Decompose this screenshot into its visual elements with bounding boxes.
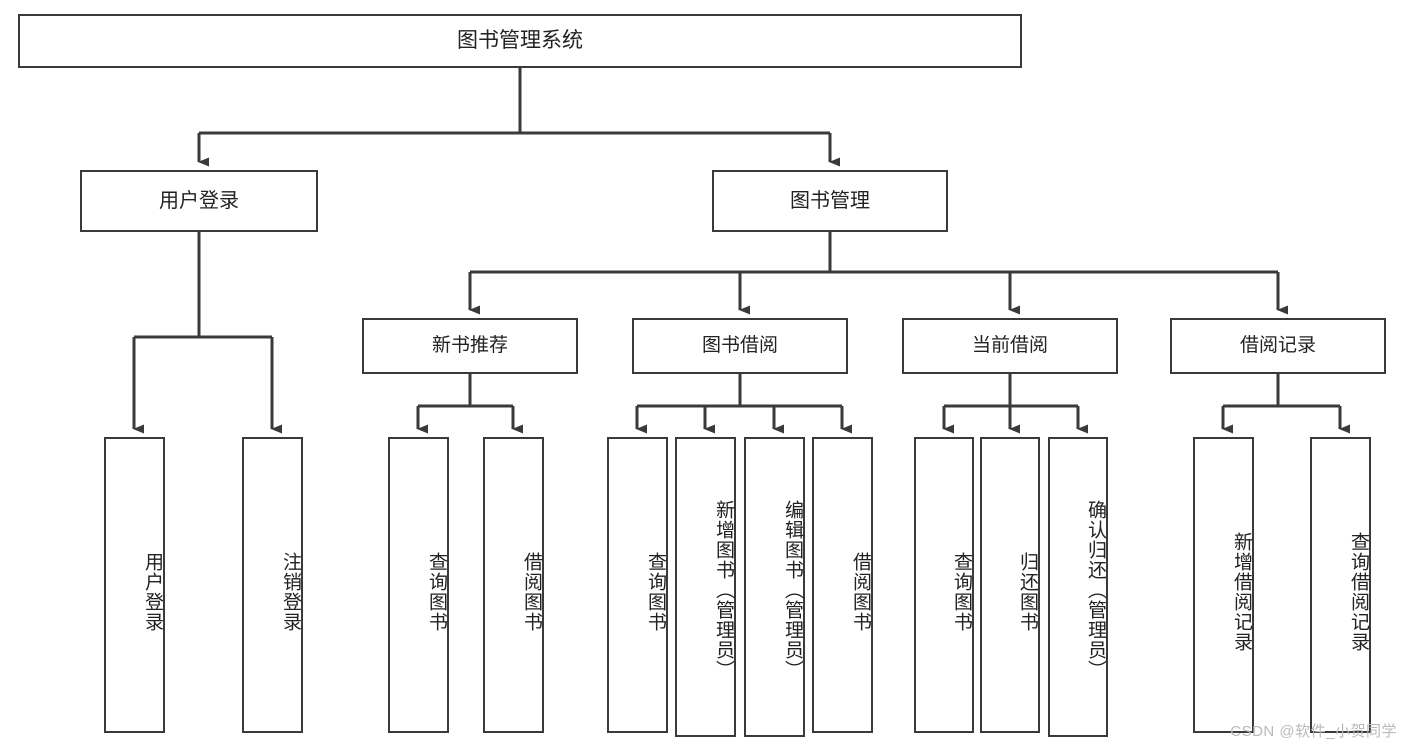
node-leaf-add-book-label: 新增图书（管理员）: [713, 500, 734, 680]
node-leaf-query-book-1[interactable]: 查询图书: [388, 437, 449, 733]
node-leaf-borrow-book-1-label: 借阅图书: [521, 552, 542, 632]
node-leaf-borrow-book-2-label: 借阅图书: [850, 552, 871, 632]
node-new-book-recommend-label: 新书推荐: [431, 335, 508, 357]
node-leaf-borrow-book-2[interactable]: 借阅图书: [812, 437, 873, 733]
node-leaf-query-record[interactable]: 查询借阅记录: [1310, 437, 1371, 733]
node-leaf-query-book-2-label: 查询图书: [645, 552, 666, 632]
node-new-book-recommend[interactable]: 新书推荐: [362, 318, 578, 374]
node-leaf-edit-book[interactable]: 编辑图书（管理员）: [744, 437, 805, 737]
node-leaf-edit-book-label: 编辑图书（管理员）: [782, 500, 803, 680]
node-leaf-add-book[interactable]: 新增图书（管理员）: [675, 437, 736, 737]
node-current-borrow[interactable]: 当前借阅: [902, 318, 1118, 374]
node-leaf-return-book[interactable]: 归还图书: [980, 437, 1040, 733]
node-borrow-record[interactable]: 借阅记录: [1170, 318, 1386, 374]
node-user-login-label: 用户登录: [159, 189, 239, 212]
node-user-login[interactable]: 用户登录: [80, 170, 318, 232]
node-book-borrow-label: 图书借阅: [701, 335, 778, 357]
node-leaf-user-logout-label: 注销登录: [280, 552, 301, 632]
node-leaf-query-book-2[interactable]: 查询图书: [607, 437, 668, 733]
node-leaf-user-logout[interactable]: 注销登录: [242, 437, 303, 733]
node-book-manage[interactable]: 图书管理: [712, 170, 948, 232]
node-current-borrow-label: 当前借阅: [971, 335, 1048, 357]
node-leaf-query-book-1-label: 查询图书: [426, 552, 447, 632]
node-leaf-borrow-book-1[interactable]: 借阅图书: [483, 437, 544, 733]
node-leaf-query-book-3-label: 查询图书: [951, 552, 972, 632]
node-leaf-user-login-label: 用户登录: [142, 552, 163, 632]
node-leaf-query-book-3[interactable]: 查询图书: [914, 437, 974, 733]
node-leaf-query-record-label: 查询借阅记录: [1348, 532, 1369, 652]
node-leaf-add-record-label: 新增借阅记录: [1231, 532, 1252, 652]
node-book-manage-label: 图书管理: [790, 189, 870, 212]
node-leaf-add-record[interactable]: 新增借阅记录: [1193, 437, 1254, 733]
node-root[interactable]: 图书管理系统: [18, 14, 1022, 68]
node-book-borrow[interactable]: 图书借阅: [632, 318, 848, 374]
node-root-label: 图书管理系统: [457, 28, 583, 52]
node-borrow-record-label: 借阅记录: [1239, 335, 1316, 357]
node-leaf-confirm-return-label: 确认归还（管理员）: [1085, 500, 1106, 680]
node-leaf-return-book-label: 归还图书: [1017, 552, 1038, 632]
node-leaf-user-login[interactable]: 用户登录: [104, 437, 165, 733]
node-leaf-confirm-return[interactable]: 确认归还（管理员）: [1048, 437, 1108, 737]
